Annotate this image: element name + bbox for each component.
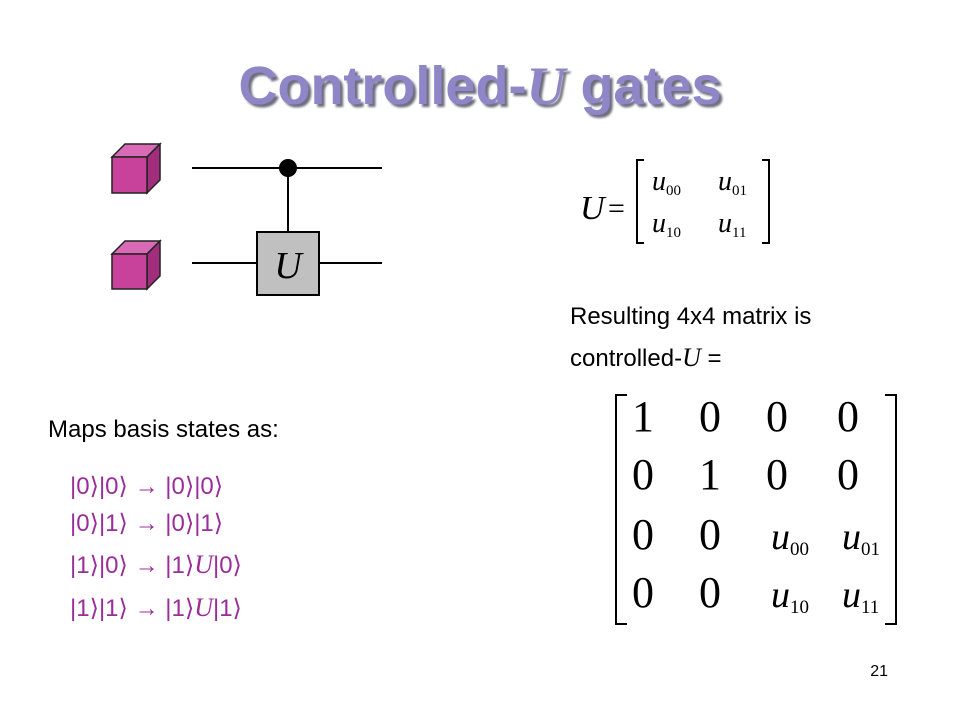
mapping-lhs: |1⟩|1⟩	[70, 595, 128, 622]
cu-matrix-bracket-right	[885, 394, 897, 625]
cu-matrix-cell-1-1: 1	[699, 450, 721, 499]
mapping-rhs-operator: U	[194, 593, 213, 622]
mapping-arrow: →	[134, 552, 159, 579]
cu-matrix-cell-3-0: 0	[632, 568, 654, 617]
mapping-rhs-target: |0⟩	[212, 552, 242, 579]
cu-matrix-cell-0-2: 0	[766, 392, 788, 441]
mapping-rhs-control: |0⟩	[165, 510, 195, 537]
u-matrix-entry-10: u10	[652, 208, 681, 241]
cu-matrix-cell-1-3: 0	[837, 450, 859, 499]
slide-title: Controlled-U gates	[0, 55, 960, 117]
control-dot	[279, 159, 297, 177]
u-matrix-definition: U = u00 u01 u10 u11	[580, 159, 770, 244]
result-line-2: controlled-U =	[570, 343, 722, 373]
cu-matrix-cell-2-0: 0	[632, 510, 654, 559]
cu-matrix-bracket-left	[615, 394, 627, 625]
cu-matrix-cell-0-1: 0	[699, 392, 721, 441]
mapping-rhs-target: |1⟩	[212, 595, 242, 622]
mapping-row: |1⟩|1⟩ → |1⟩U|1⟩	[70, 593, 242, 623]
u-matrix-entry-11: u11	[718, 208, 746, 241]
cu-matrix-cell-0-3: 0	[837, 392, 859, 441]
mapping-row: |0⟩|1⟩ → |0⟩|1⟩	[70, 508, 223, 538]
cu-matrix-cell-3-1: 0	[699, 568, 721, 617]
title-suffix: gates	[565, 56, 722, 116]
result-line-2-symbol: U	[682, 343, 701, 372]
maps-label: Maps basis states as:	[48, 416, 279, 443]
qubit-cube-top	[110, 142, 162, 195]
mapping-row: |1⟩|0⟩ → |1⟩U|0⟩	[70, 550, 242, 580]
u-matrix-entry-01: u01	[718, 166, 747, 199]
u-gate-box	[256, 231, 320, 296]
mapping-rhs-target: |0⟩	[194, 473, 224, 500]
cu-matrix-cell-3-3: u11	[842, 574, 879, 618]
mapping-rhs-target: |1⟩	[194, 510, 224, 537]
mapping-arrow: →	[134, 595, 159, 622]
cu-matrix-cell-1-2: 0	[766, 450, 788, 499]
cu-matrix-cell-2-3: u01	[842, 516, 880, 560]
mapping-rhs-control: |0⟩	[165, 473, 195, 500]
cu-matrix-cell-1-0: 0	[632, 450, 654, 499]
qubit-cube-bottom	[110, 239, 162, 291]
cu-matrix-cell-2-2: u00	[771, 516, 809, 560]
page-number: 21	[870, 663, 888, 680]
mapping-lhs: |0⟩|0⟩	[70, 473, 128, 500]
mapping-lhs: |1⟩|0⟩	[70, 552, 128, 579]
result-line-2-prefix: controlled-	[570, 345, 683, 372]
mapping-arrow: →	[134, 510, 159, 537]
u-matrix-lhs: U	[580, 190, 607, 227]
mapping-rhs-control: |1⟩	[165, 595, 195, 622]
cu-matrix-cell-3-2: u10	[771, 574, 809, 618]
equals-sign: =	[608, 192, 625, 225]
cu-matrix-cell-0-0: 1	[632, 392, 654, 441]
mapping-lhs: |0⟩|1⟩	[70, 510, 128, 537]
mapping-arrow: →	[134, 473, 159, 500]
mapping-rhs-control: |1⟩	[165, 552, 195, 579]
u-matrix-bracket-right	[762, 159, 770, 244]
u-matrix-bracket-left	[636, 159, 644, 244]
u-gate-label: U	[274, 245, 304, 287]
result-line-2-suffix: =	[700, 345, 722, 372]
result-line-1: Resulting 4x4 matrix is	[570, 303, 812, 330]
mapping-rhs-operator: U	[194, 550, 213, 579]
u-matrix-entry-00: u00	[652, 166, 681, 199]
cu-matrix-cell-2-1: 0	[699, 510, 721, 559]
title-symbol: U	[526, 56, 566, 116]
title-prefix: Controlled-	[238, 56, 527, 116]
mapping-row: |0⟩|0⟩ → |0⟩|0⟩	[70, 471, 223, 501]
